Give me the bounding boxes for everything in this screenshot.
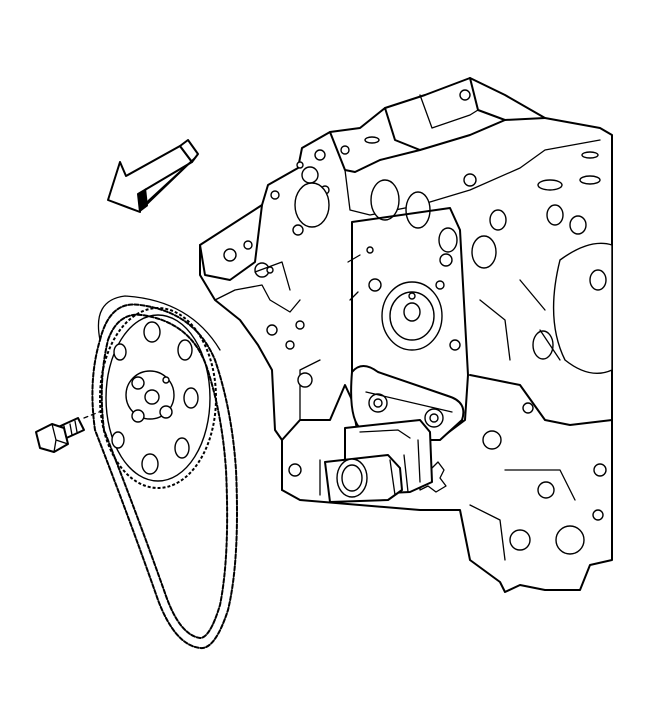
sprocket-bolt bbox=[35, 397, 135, 453]
camshaft-sprocket bbox=[99, 307, 217, 489]
removal-direction-arrow bbox=[107, 139, 199, 213]
engine-block bbox=[199, 77, 613, 593]
timing-chain bbox=[91, 295, 238, 650]
timing-chain-tensioner bbox=[350, 365, 465, 441]
crankshaft-nose bbox=[324, 419, 433, 503]
